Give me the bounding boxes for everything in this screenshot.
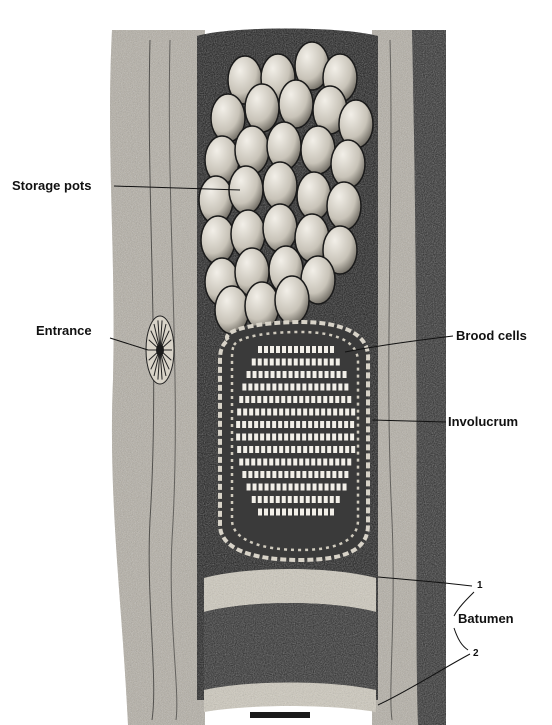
svg-text:2: 2 xyxy=(473,648,479,659)
storage-pot xyxy=(297,172,331,220)
svg-text:Batumen: Batumen xyxy=(458,611,514,626)
storage-pot xyxy=(263,204,297,252)
storage-pot xyxy=(201,216,235,264)
svg-text:Storage pots: Storage pots xyxy=(12,178,91,193)
brood-comb-row xyxy=(247,371,347,378)
svg-text:Involucrum: Involucrum xyxy=(448,414,518,429)
batumen xyxy=(204,569,376,718)
entrance-tube xyxy=(146,316,174,384)
brood-comb-row xyxy=(252,359,340,366)
storage-pot xyxy=(245,84,279,132)
involucrum xyxy=(220,322,368,560)
storage-pot xyxy=(301,126,335,174)
storage-pot xyxy=(331,140,365,188)
brood-comb-row xyxy=(252,496,340,503)
svg-text:Entrance: Entrance xyxy=(36,323,92,338)
storage-pot xyxy=(275,276,309,324)
storage-pot xyxy=(279,80,313,128)
svg-text:Brood cells: Brood cells xyxy=(456,328,527,343)
storage-pot xyxy=(327,182,361,230)
storage-pot xyxy=(263,162,297,210)
brood-comb-row xyxy=(247,484,347,491)
svg-text:1: 1 xyxy=(477,580,483,591)
